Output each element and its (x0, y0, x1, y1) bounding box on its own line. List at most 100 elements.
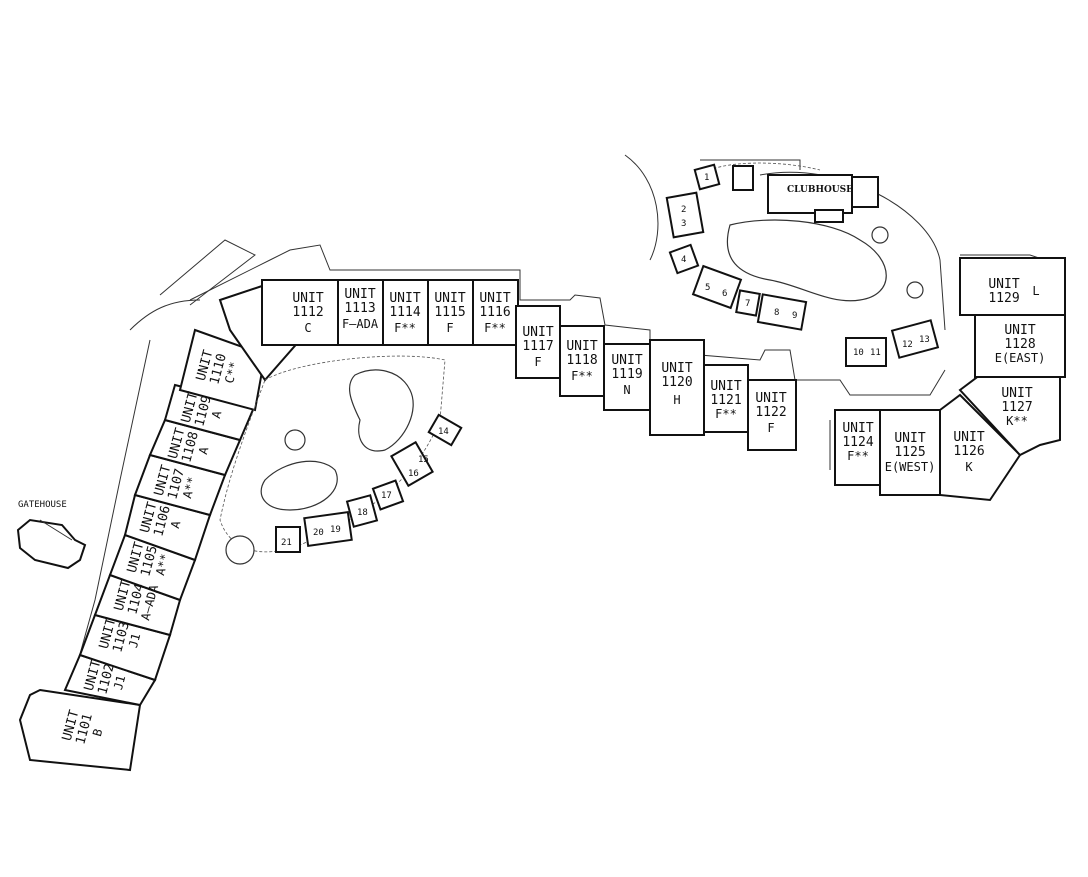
svg-text:1114: 1114 (389, 305, 420, 320)
svg-text:1127: 1127 (1001, 400, 1032, 415)
clubhouse: CLUBHOUSE (732, 165, 879, 223)
north-row (261, 279, 797, 451)
svg-text:L: L (1032, 284, 1039, 298)
unit-1126: UNIT 1126 K (953, 430, 984, 474)
unit-1117: UNIT 1117 F (522, 325, 553, 369)
svg-text:1116: 1116 (479, 305, 510, 320)
svg-text:1113: 1113 (344, 301, 375, 316)
unit-1119: UNIT 1119 N (611, 353, 642, 397)
svg-text:1118: 1118 (566, 353, 597, 368)
svg-text:E(WEST): E(WEST) (885, 460, 936, 474)
cabana-5: 5 (705, 283, 710, 293)
unit-1120: UNIT 1120 H (661, 361, 692, 407)
east-row (834, 257, 1066, 502)
svg-text:A: A (168, 519, 184, 530)
unit-1127: UNIT 1127 K** (1001, 386, 1032, 428)
west-wing (18, 283, 302, 772)
svg-text:1126: 1126 (953, 444, 984, 459)
svg-text:1129: 1129 (988, 291, 1019, 306)
svg-text:UNIT: UNIT (611, 353, 642, 368)
svg-text:UNIT: UNIT (566, 339, 597, 354)
svg-text:UNIT: UNIT (344, 287, 375, 302)
unit-1110: UNIT 1110 C** (194, 348, 241, 386)
svg-text:1120: 1120 (661, 375, 692, 390)
svg-text:J1: J1 (111, 674, 128, 692)
svg-text:1125: 1125 (894, 445, 925, 460)
svg-text:UNIT: UNIT (292, 291, 323, 306)
east-courtyard (726, 219, 924, 302)
cabana-3: 3 (681, 219, 686, 229)
svg-text:K: K (965, 460, 973, 474)
cabana-6: 6 (722, 289, 727, 299)
west-courtyard (219, 355, 446, 565)
svg-text:C**: C** (222, 360, 241, 385)
svg-text:A**: A** (180, 475, 199, 500)
svg-text:UNIT: UNIT (988, 277, 1019, 292)
svg-text:UNIT: UNIT (1001, 386, 1032, 401)
svg-text:UNIT: UNIT (661, 361, 692, 376)
cabana-4: 4 (681, 255, 686, 265)
svg-text:F**: F** (715, 407, 737, 421)
svg-text:UNIT: UNIT (755, 391, 786, 406)
unit-1121: UNIT 1121 F** (710, 379, 741, 421)
unit-1105: UNIT 1105 A** (125, 540, 172, 578)
gatehouse-label: GATEHOUSE (18, 500, 67, 510)
svg-text:F: F (534, 355, 541, 369)
unit-1115: UNIT 1115 F (434, 291, 465, 335)
clubhouse-label: CLUBHOUSE (787, 185, 853, 195)
cabana-labels: 1 2 3 4 5 6 7 8 9 10 11 12 13 14 15 16 1… (281, 173, 930, 548)
svg-text:UNIT: UNIT (842, 421, 873, 436)
svg-text:K**: K** (1006, 414, 1028, 428)
gatehouse: GATEHOUSE (16, 500, 87, 570)
unit-1122: UNIT 1122 F (755, 391, 786, 435)
unit-1109: UNIT 1109 A (179, 390, 225, 428)
svg-text:1119: 1119 (611, 367, 642, 382)
cabana-10: 10 (853, 348, 864, 358)
svg-text:F: F (767, 421, 774, 435)
svg-text:UNIT: UNIT (710, 379, 741, 394)
cabana-15: 15 (418, 455, 429, 465)
cabana-16: 16 (408, 469, 419, 479)
unit-1102: UNIT 1102 J1 (82, 658, 128, 696)
unit-1124: UNIT 1124 F** (842, 421, 873, 463)
unit-1114: UNIT 1114 F** (389, 291, 420, 335)
cabana-19: 19 (330, 525, 341, 535)
svg-text:UNIT: UNIT (434, 291, 465, 306)
svg-text:1128: 1128 (1004, 337, 1035, 352)
svg-text:1124: 1124 (842, 435, 873, 450)
svg-text:UNIT: UNIT (479, 291, 510, 306)
cabana-1: 1 (704, 173, 709, 183)
svg-text:F: F (446, 321, 453, 335)
svg-text:UNIT: UNIT (953, 430, 984, 445)
svg-text:E(EAST): E(EAST) (995, 351, 1046, 365)
cabana-17: 17 (381, 491, 392, 501)
svg-text:F**: F** (571, 369, 593, 383)
cabana-boxes (275, 163, 940, 553)
svg-text:F—ADA: F—ADA (342, 317, 379, 331)
unit-1116: UNIT 1116 F** (479, 291, 510, 335)
svg-text:J1: J1 (126, 632, 143, 650)
svg-text:UNIT: UNIT (894, 431, 925, 446)
svg-text:B: B (90, 727, 105, 738)
svg-text:1117: 1117 (522, 339, 553, 354)
unit-1118: UNIT 1118 F** (566, 339, 597, 383)
svg-text:UNIT: UNIT (389, 291, 420, 306)
svg-text:N: N (623, 383, 630, 397)
svg-text:C: C (304, 321, 311, 335)
svg-text:A: A (196, 445, 212, 456)
unit-1113: UNIT 1113 F—ADA (342, 287, 379, 331)
unit-1125: UNIT 1125 E(WEST) (885, 431, 936, 474)
unit-1129: UNIT 1129 L (988, 277, 1039, 306)
unit-1103: UNIT 1103 J1 (97, 616, 143, 654)
cabana-18: 18 (357, 508, 368, 518)
svg-text:F**: F** (847, 449, 869, 463)
cabana-11: 11 (870, 348, 881, 358)
svg-text:A**: A** (153, 552, 172, 577)
unit-1112: UNIT 1112 C (292, 291, 323, 335)
cabana-7: 7 (745, 299, 750, 309)
cabana-14: 14 (438, 427, 449, 437)
svg-text:1112: 1112 (292, 305, 323, 320)
cabana-21: 21 (281, 538, 292, 548)
svg-text:A: A (209, 409, 225, 420)
